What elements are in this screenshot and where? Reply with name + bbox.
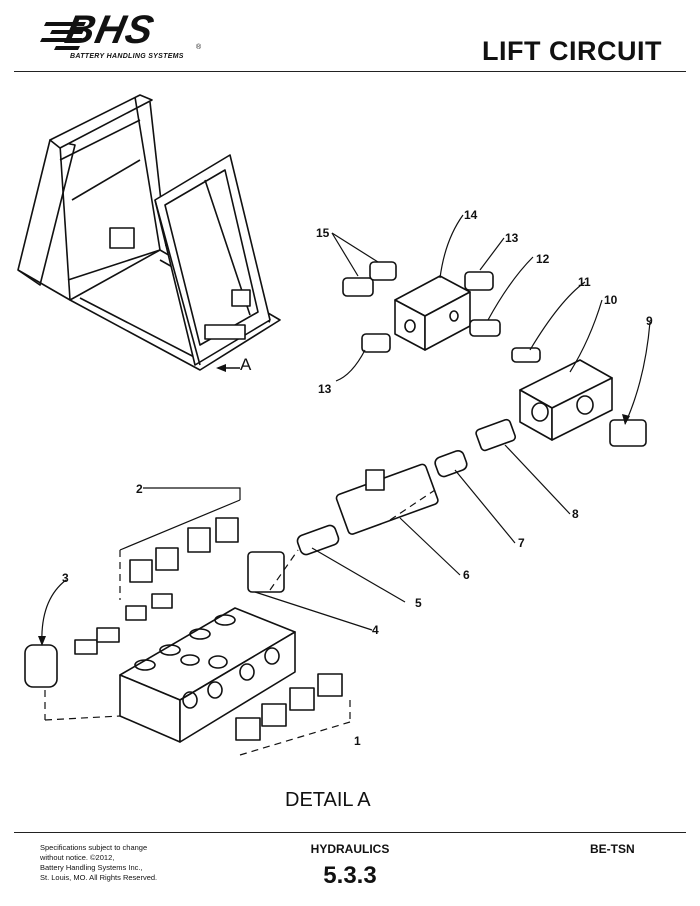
section-name: HYDRAULICS bbox=[310, 842, 390, 856]
registered-mark: ® bbox=[196, 44, 202, 51]
callout-6: 6 bbox=[463, 568, 470, 582]
callout-2: 2 bbox=[136, 482, 143, 496]
specs-line: without notice. ©2012, bbox=[40, 853, 115, 862]
callout-8: 8 bbox=[572, 507, 579, 521]
callout-10: 10 bbox=[604, 293, 618, 307]
valve-block-10 bbox=[511, 347, 647, 447]
detail-pointer-label: A bbox=[240, 355, 252, 374]
specs-line: Battery Handling Systems Inc., bbox=[40, 863, 143, 872]
callout-15: 15 bbox=[316, 226, 330, 240]
callout-14: 14 bbox=[464, 208, 478, 222]
specs-line: St. Louis, MO. All Rights Reserved. bbox=[40, 873, 158, 882]
footer-divider bbox=[14, 832, 686, 833]
logo-wordmark: BHS bbox=[61, 8, 159, 52]
brand-logo bbox=[20, 10, 210, 66]
callout-4: 4 bbox=[372, 623, 379, 637]
callout-9: 9 bbox=[646, 314, 653, 328]
callout-7: 7 bbox=[518, 536, 525, 550]
inline-fittings bbox=[296, 418, 517, 556]
model-code: BE-TSN bbox=[590, 842, 635, 856]
detail-caption: DETAIL A bbox=[285, 789, 371, 811]
header-divider bbox=[14, 71, 686, 72]
logo-subtitle: BATTERY HANDLING SYSTEMS bbox=[70, 53, 184, 60]
page-title: LIFT CIRCUIT bbox=[482, 36, 662, 66]
lift-circuit-diagram: 1 2 3 4 5 6 7 8 9 10 11 12 13 13 14 15 A bbox=[17, 94, 653, 756]
cartridge-fittings bbox=[24, 517, 343, 741]
callout-5: 5 bbox=[415, 596, 422, 610]
callout-11: 11 bbox=[578, 275, 591, 289]
callout-12: 12 bbox=[536, 252, 550, 266]
callout-1: 1 bbox=[354, 734, 361, 748]
section-number: 5.3.3 bbox=[323, 862, 377, 889]
callout-3: 3 bbox=[62, 571, 69, 585]
valve-block-14 bbox=[342, 261, 501, 353]
callout-13-lower: 13 bbox=[318, 382, 332, 396]
specs-line: Specifications subject to change bbox=[40, 843, 148, 852]
logo-speed-lines-icon bbox=[40, 22, 86, 50]
specifications-notice: Specifications subject to change without… bbox=[40, 843, 160, 883]
callout-labels: 1 2 3 4 5 6 7 8 9 10 11 12 13 13 14 15 A bbox=[62, 208, 653, 748]
battery-stand-frame bbox=[17, 94, 281, 372]
lift-manifold-block bbox=[119, 607, 296, 743]
callout-13-upper: 13 bbox=[505, 231, 519, 245]
